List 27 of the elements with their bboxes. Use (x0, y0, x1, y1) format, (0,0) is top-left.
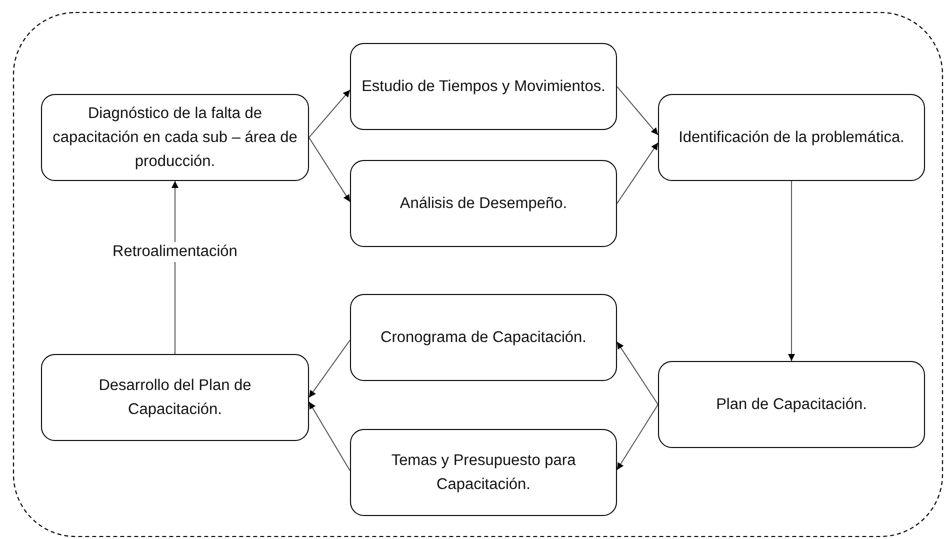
arrow (308, 90, 350, 138)
process-box (350, 160, 617, 247)
arrow (308, 340, 350, 398)
arrow (616, 86, 658, 136)
node-text: Estudio de Tiempos y Movimientos. (362, 76, 606, 96)
node-text: Plan de Capacitación. (716, 394, 867, 414)
edge-label: Retroalimentación (112, 242, 238, 262)
arrow (172, 180, 178, 354)
arrow (308, 137, 350, 202)
arrow (616, 404, 658, 470)
arrow (308, 401, 350, 472)
node-text: Cronograma de Capacitación. (380, 328, 586, 348)
node-text: Identificación de la problemática. (678, 128, 904, 148)
node-text: Análisis de Desempeño. (400, 194, 568, 214)
process-box (350, 294, 617, 381)
node-text: Desarrollo del Plan de Capacitación. (98, 376, 252, 420)
process-box (350, 43, 617, 130)
arrow (616, 142, 658, 204)
process-box (350, 429, 617, 516)
process-box (658, 361, 925, 448)
process-box (658, 94, 925, 181)
process-box (41, 354, 309, 441)
arrow (788, 180, 795, 362)
process-box (41, 94, 309, 181)
arrow (616, 341, 658, 405)
node-text: Temas y Presupuesto para Capacitación. (390, 450, 577, 494)
node-text: Diagnóstico de la falta de capacitación en cada sub – área de producción. (52, 104, 298, 172)
